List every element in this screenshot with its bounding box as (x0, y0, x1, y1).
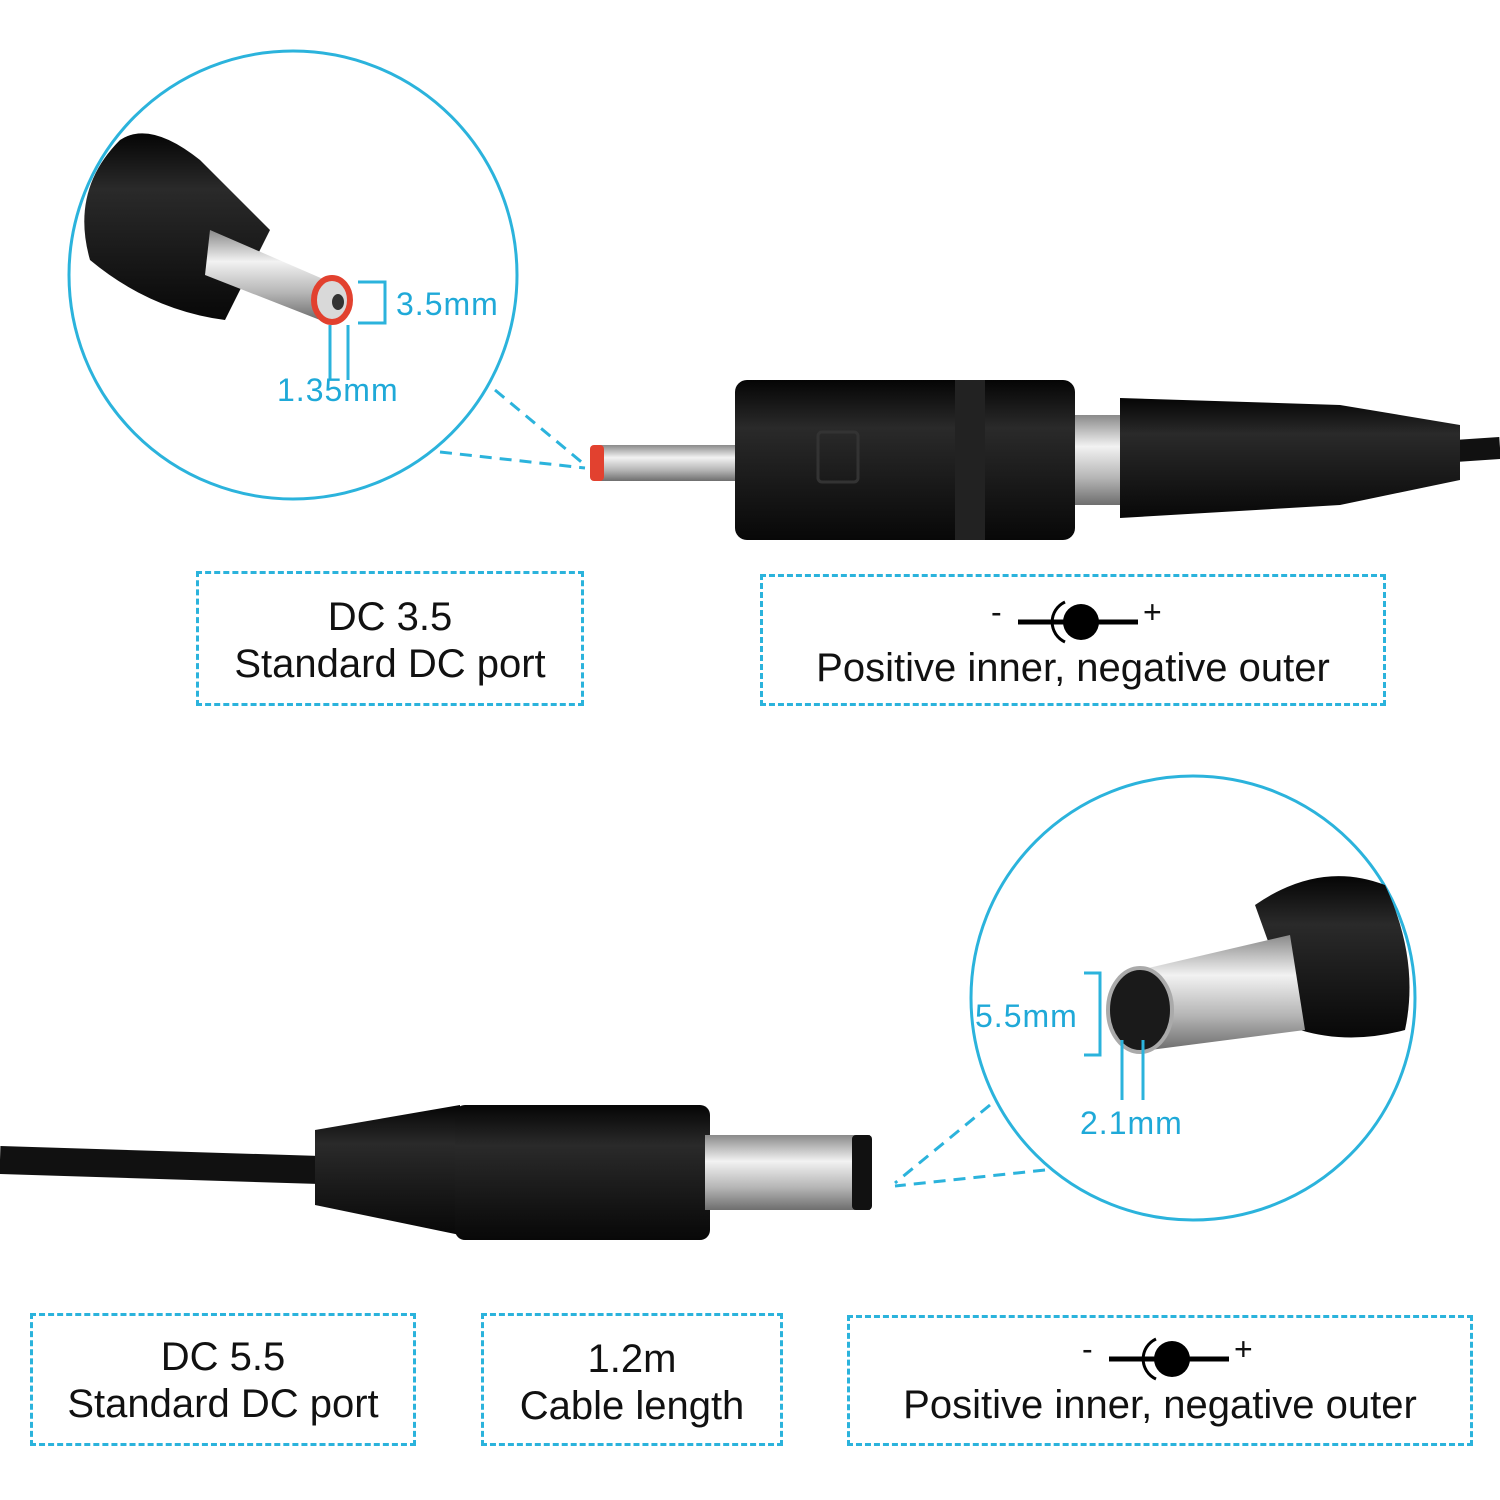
top-zoom-circle (67, 49, 586, 501)
port-title: DC 5.5 (160, 1335, 286, 1379)
plus-sign: + (1234, 1331, 1253, 1367)
port-subtitle: Standard DC port (234, 642, 546, 686)
dc55-plug (0, 1105, 872, 1240)
dc35-adapter-plug (590, 380, 1500, 540)
polarity-text: Positive inner, negative outer (816, 646, 1330, 690)
outer-diameter-label: 3.5mm (396, 286, 499, 322)
polarity-icon (1109, 1337, 1229, 1381)
bottom-polarity-box: - + Positive inner, negative outer (847, 1315, 1473, 1446)
polarity-icon (1018, 600, 1138, 644)
inner-diameter-label: 1.35mm (277, 372, 399, 408)
inner-diameter-label: 2.1mm (1080, 1105, 1183, 1141)
bottom-zoom-circle (894, 774, 1417, 1222)
polarity-symbol: - + (850, 1331, 1470, 1382)
minus-sign: - (1082, 1331, 1093, 1367)
cable-length-box: 1.2m Cable length (481, 1313, 783, 1446)
port-subtitle: Standard DC port (67, 1382, 379, 1426)
port-title: DC 3.5 (327, 595, 453, 639)
outer-diameter-label: 5.5mm (975, 998, 1078, 1034)
top-port-box: DC 3.5 Standard DC port (196, 571, 584, 706)
polarity-text: Positive inner, negative outer (903, 1383, 1417, 1427)
top-polarity-box: - + Positive inner, negative outer (760, 574, 1386, 706)
polarity-symbol: - + (763, 594, 1383, 645)
cable-length-value: 1.2m (587, 1337, 677, 1381)
minus-sign: - (991, 594, 1002, 630)
cable-length-label: Cable length (519, 1384, 745, 1428)
bottom-port-box: DC 5.5 Standard DC port (30, 1313, 416, 1446)
plus-sign: + (1143, 594, 1162, 630)
